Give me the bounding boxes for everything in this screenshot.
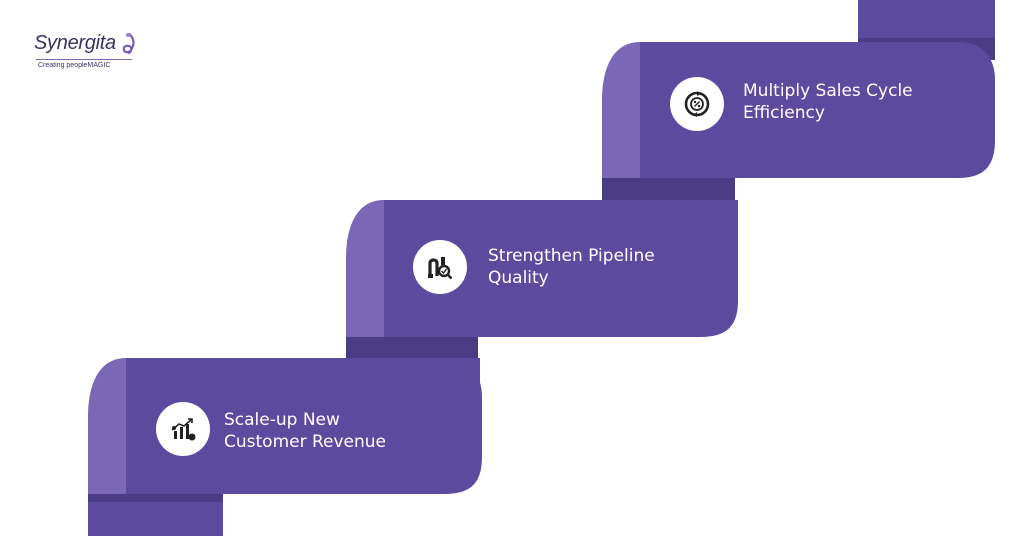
step1-title: Scale-up New Customer Revenue: [224, 409, 386, 453]
step1-icon-circle: [156, 402, 210, 456]
brand-name: Synergita: [34, 32, 116, 54]
revenue-growth-icon: [171, 418, 196, 441]
step1-line2: Customer Revenue: [224, 432, 387, 452]
brand-logo: Synergita Creating peopleMAGIC: [34, 32, 144, 74]
step3-band: [640, 42, 995, 178]
step2-icon-circle: [413, 240, 467, 294]
step2-line1: Strengthen Pipeline: [488, 246, 655, 266]
pipeline-inspect-icon: [428, 257, 453, 280]
cycle-efficiency-icon: [684, 91, 710, 117]
step3-fold: [602, 42, 640, 200]
step3-title: Multiply Sales Cycle Efficiency: [743, 80, 913, 124]
step2-line2: Quality: [488, 268, 549, 288]
connector-3-2: [602, 178, 735, 200]
step1-fold: [88, 358, 126, 536]
step2-band: [384, 200, 738, 337]
step3-line1: Multiply Sales Cycle: [743, 81, 913, 101]
step2-title: Strengthen Pipeline Quality: [488, 245, 655, 289]
step1-line1: Scale-up New: [224, 410, 340, 430]
step2-fold: [346, 200, 384, 356]
step3-line2: Efficiency: [743, 103, 825, 123]
brand-tagline: Creating peopleMAGIC: [38, 62, 111, 69]
connector-2-1: [346, 337, 478, 358]
brand-divider: [36, 59, 132, 60]
step3-icon-circle: [670, 77, 724, 131]
step1-band: [126, 358, 482, 494]
brand-mark-icon: [122, 32, 135, 55]
